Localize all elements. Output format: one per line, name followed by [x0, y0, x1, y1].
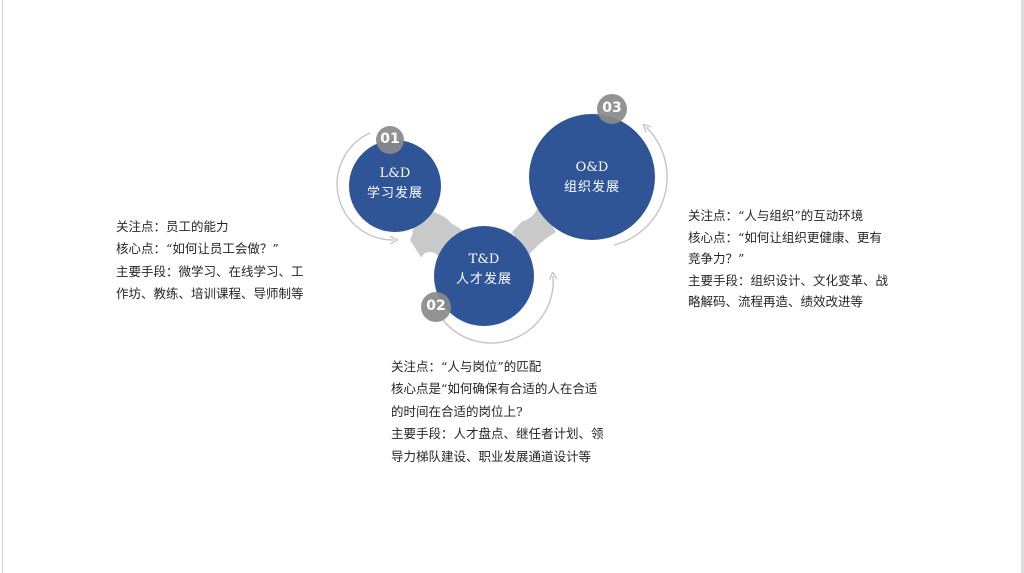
slide-left-border: [2, 0, 3, 573]
description-od-means-cont: 略解码、流程再造、绩效改进等: [688, 294, 864, 310]
badge-number-01: 01: [380, 131, 400, 147]
badge-number-02: 02: [426, 298, 446, 314]
node-label-od: O&D 组织发展: [552, 158, 632, 198]
description-od-focus: 关注点：“人与组织”的互动环境: [688, 208, 864, 223]
node-label-td: T&D 人才发展: [444, 250, 524, 290]
slide-right-scrollbar: [1021, 0, 1024, 573]
node-circle-od: [529, 114, 655, 240]
description-td-core-cont: 的时间在合适的岗位上?: [391, 403, 523, 419]
description-ld: 关注点：员工的能力 核心点：“如何让员工会做？” 主要手段：微学习、在线学习、工…: [116, 216, 304, 306]
connector-cutout: [433, 170, 483, 220]
description-td-focus: 关注点：“人与岗位”的匹配: [391, 359, 542, 374]
description-td-core: 核心点是“如何确保有合适的人在合适: [391, 381, 598, 397]
description-od-means: 主要手段：组织设计、文化变革、战: [688, 272, 889, 288]
node-label-td-zh: 人才发展: [455, 272, 512, 287]
node-label-ld-zh: 学习发展: [366, 186, 423, 201]
node-label-ld: L&D 学习发展: [355, 164, 435, 204]
badge-circle-01: [376, 126, 404, 154]
description-td: 关注点：“人与岗位”的匹配 核心点是“如何确保有合适的人在合适 的时间在合适的岗…: [391, 356, 604, 468]
badge-circle-03: [597, 94, 627, 124]
description-ld-focus: 关注点：员工的能力: [116, 219, 229, 234]
cycle-arrow-td: [442, 276, 553, 344]
badge-circle-02: [421, 292, 451, 322]
cycle-arrow-ld: [336, 132, 394, 240]
description-td-means: 主要手段：人才盘点、继任者计划、领: [391, 426, 604, 442]
node-label-od-en: O&D: [575, 160, 609, 175]
node-label-td-en: T&D: [468, 252, 500, 267]
node-circle-ld: [349, 140, 441, 232]
description-ld-means: 主要手段：微学习、在线学习、工: [116, 263, 304, 279]
cycle-arrow-od: [613, 127, 668, 246]
connector-cutout: [544, 248, 572, 276]
description-od-core-cont: 竞争力？”: [688, 251, 745, 267]
node-circle-td: [434, 226, 534, 326]
description-od: 关注点：“人与组织”的互动环境 核心点：“如何让组织更健康、更有 竞争力？” 主…: [688, 205, 888, 313]
node-label-od-zh: 组织发展: [563, 180, 620, 195]
connector-cutout: [495, 178, 539, 222]
description-od-core: 核心点：“如何让组织更健康、更有: [688, 229, 882, 245]
description-td-means-cont: 导力梯队建设、职业发展通道设计等: [391, 448, 592, 464]
description-ld-core: 核心点：“如何让员工会做？”: [116, 241, 279, 257]
badge-number-03: 03: [602, 100, 622, 116]
node-label-ld-en: L&D: [379, 166, 411, 181]
description-ld-means-cont: 作坊、教练、培训课程、导师制等: [116, 286, 304, 302]
